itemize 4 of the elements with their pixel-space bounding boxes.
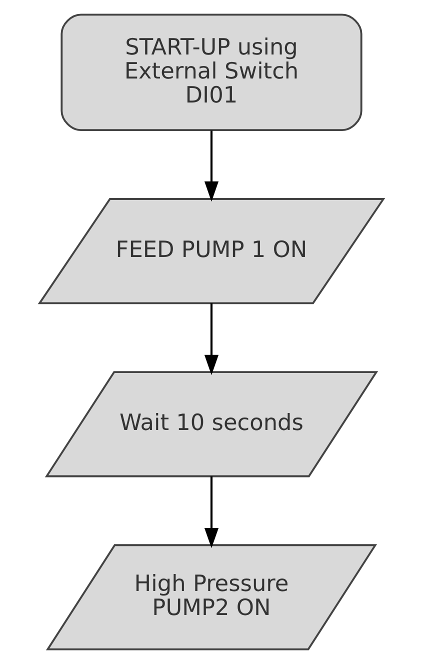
node-box: START-UP using External Switch DI01 <box>60 14 362 132</box>
arrow <box>204 476 219 548</box>
arrow <box>204 303 219 376</box>
arrow <box>204 130 219 202</box>
